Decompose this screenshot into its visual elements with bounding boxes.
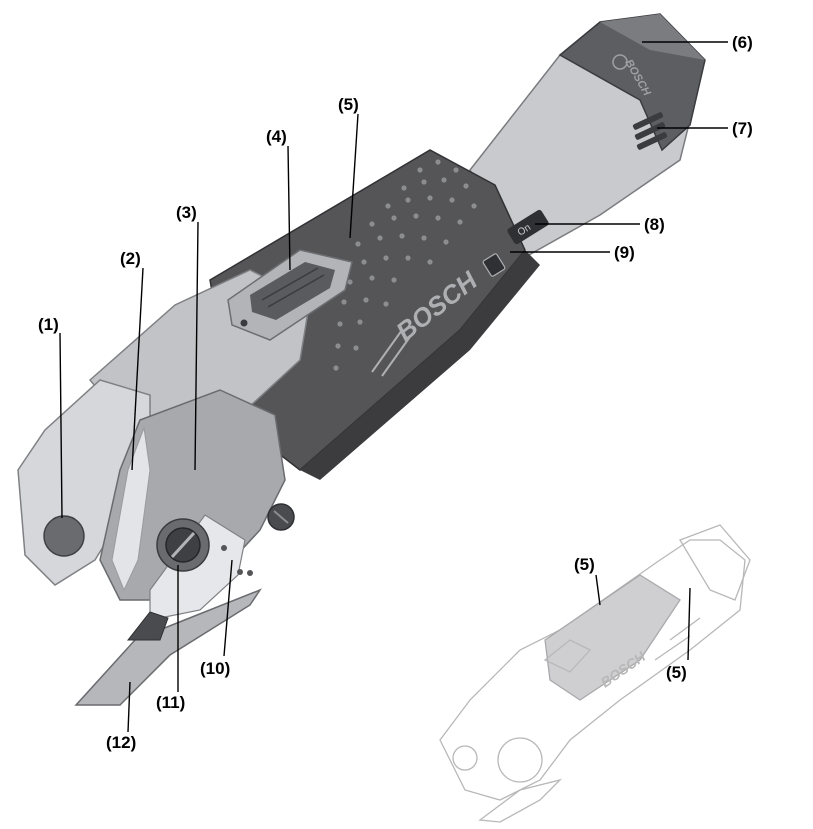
leader-2 bbox=[131, 267, 144, 471]
on-off-switch bbox=[507, 209, 549, 245]
inset-grip bbox=[544, 574, 681, 701]
callout-10: (10) bbox=[200, 659, 230, 678]
charge-indicator bbox=[482, 253, 506, 277]
leader-4 bbox=[287, 145, 291, 271]
leader-10 bbox=[223, 559, 233, 657]
inset-front-button-icon bbox=[452, 745, 478, 771]
leader-3 bbox=[194, 221, 199, 471]
main-tool-illustration: BOSCH BOSCH bbox=[17, 13, 706, 706]
callout-3: (3) bbox=[176, 203, 197, 222]
leader-12 bbox=[127, 681, 131, 733]
callout-5: (5) bbox=[338, 95, 359, 114]
callout-4: (4) bbox=[266, 127, 287, 146]
grip-lower-edge bbox=[300, 250, 540, 480]
callout-12: (12) bbox=[106, 733, 136, 752]
inset-tool-illustration: BOSCH bbox=[439, 524, 751, 823]
inset-blade-screw-icon bbox=[497, 737, 543, 783]
battery-release-button bbox=[632, 112, 668, 150]
leader-lines bbox=[59, 41, 728, 733]
inset-shoe bbox=[478, 778, 563, 823]
inset-callout-top: (5) bbox=[574, 555, 595, 574]
battery-top bbox=[600, 14, 705, 60]
leader-inset-top bbox=[595, 574, 601, 606]
callout-11: (11) bbox=[156, 693, 185, 712]
spindle-lock-button bbox=[43, 515, 85, 557]
leader-1 bbox=[59, 332, 63, 519]
leader-inset-bottom bbox=[687, 587, 691, 661]
callout-1: (1) bbox=[38, 315, 59, 334]
callout-labels: (1) (2) (3) (4) (5) (6) (7) (8) (9) (10)… bbox=[38, 33, 753, 752]
shoe-clamp bbox=[126, 611, 169, 641]
callout-8: (8) bbox=[644, 215, 665, 234]
inset-callout-bottom: (5) bbox=[666, 663, 687, 682]
callout-9: (9) bbox=[614, 243, 635, 262]
callout-7: (7) bbox=[732, 119, 753, 138]
leader-5 bbox=[349, 113, 359, 239]
grip-dot-pattern bbox=[333, 159, 477, 371]
inset-battery bbox=[679, 524, 751, 601]
callout-2: (2) bbox=[120, 249, 141, 268]
battery-logo-icon bbox=[612, 54, 628, 70]
guard-edge-ring bbox=[111, 426, 151, 592]
lock-off-button bbox=[227, 249, 353, 341]
brand-slash-marks bbox=[371, 329, 413, 377]
inset-lock-button bbox=[543, 639, 592, 673]
callout-6: (6) bbox=[732, 33, 753, 52]
